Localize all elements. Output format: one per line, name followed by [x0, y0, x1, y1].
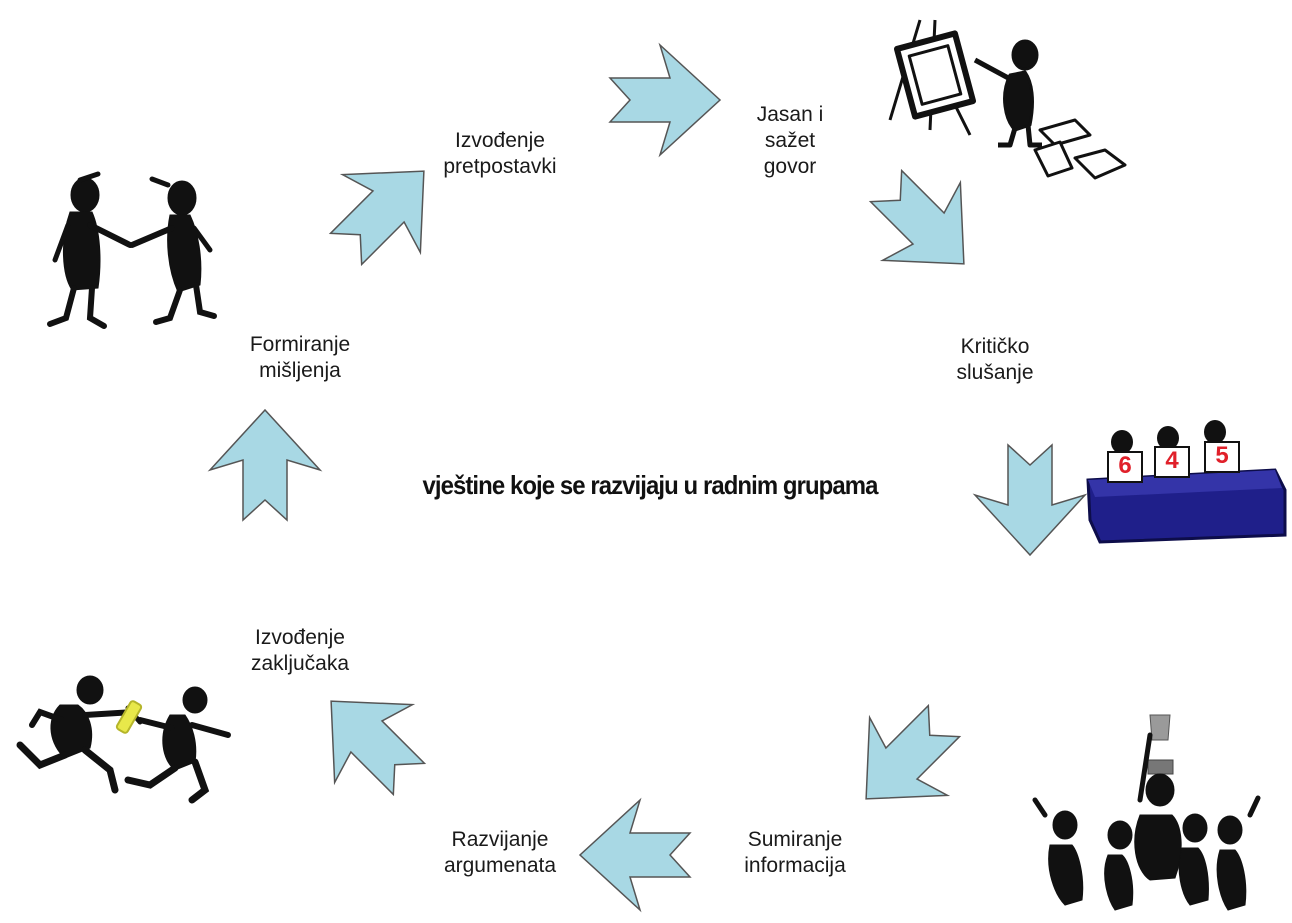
step-label-line: informacija — [744, 854, 846, 877]
step-label-line: Kritičko — [960, 335, 1030, 358]
step-izvodjenje-pretpostavki-label: Izvođenje pretpostavki — [425, 128, 575, 180]
step-label-line: mišljenja — [259, 359, 341, 382]
score-card-2: 4 — [1165, 447, 1179, 474]
judges-table-icon — [1086, 420, 1287, 544]
step-formiranje-misljenja-label: Formiranje mišljenja — [220, 332, 380, 384]
arrow-5 — [826, 681, 984, 839]
step-label-line: zaključaka — [250, 652, 350, 675]
relay-runners-icon — [16, 675, 231, 804]
arrow-4 — [974, 444, 1086, 556]
step-label-line: Jasan i — [756, 103, 824, 126]
step-sumiranje-informacija-label: Sumiranje informacija — [720, 827, 870, 879]
step-label-line: Razvijanje — [451, 828, 549, 851]
step-label-line: pretpostavki — [443, 155, 557, 178]
step-label-line: govor — [763, 155, 817, 178]
step-label-line: slušanje — [956, 361, 1034, 384]
score-card-1: 6 — [1118, 452, 1132, 479]
arrow-2 — [609, 44, 721, 156]
handshake-figures-icon — [47, 171, 217, 329]
step-label-line: Sumiranje — [747, 828, 843, 851]
step-label-line: Formiranje — [249, 333, 351, 356]
step-kriticko-slusanje-label: Kritičko slušanje — [930, 334, 1060, 386]
easel-painter-figure-icon — [888, 19, 1127, 180]
arrow-6 — [579, 799, 691, 911]
step-izvodjenje-zakljucaka-label: Izvođenje zaključaka — [225, 625, 375, 677]
arrow-7 — [291, 661, 449, 819]
trophy-celebration-icon — [1032, 714, 1261, 911]
step-label-line: Izvođenje — [455, 129, 545, 152]
step-jasan-govor-label: Jasan i sažet govor — [735, 102, 845, 180]
arrow-3 — [846, 146, 1004, 304]
step-label-line: Izvođenje — [255, 626, 345, 649]
score-card-3: 5 — [1215, 442, 1229, 469]
arrow-8 — [209, 409, 321, 521]
step-label-line: sažet — [764, 129, 816, 152]
diagram-title: vještine koje se razvijaju u radnim grup… — [422, 470, 879, 500]
step-label-line: argumenata — [443, 854, 557, 877]
step-razvijanje-argumenata-label: Razvijanje argumenata — [425, 827, 575, 879]
